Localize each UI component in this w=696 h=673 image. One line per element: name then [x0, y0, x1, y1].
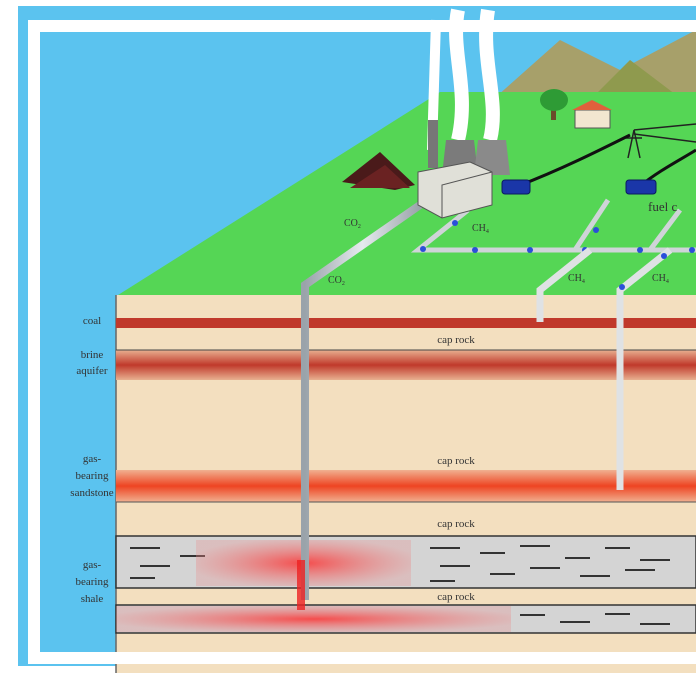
cap-rock-label-2: cap rock	[437, 455, 475, 467]
brine-aquifer-layer	[116, 350, 696, 380]
sandstone-layer	[116, 470, 696, 502]
ch4-label-c: CH4	[652, 273, 669, 285]
cap-rock-label-3: cap rock	[437, 518, 475, 530]
label-brine: brine	[81, 349, 104, 361]
label-gas-shale-1: gas-	[83, 559, 102, 571]
shale-texture	[130, 545, 670, 625]
label-aquifer: aquifer	[76, 365, 107, 377]
label-gas-sand-2: bearing	[76, 470, 109, 482]
ch4-label-a: CH4	[472, 223, 489, 235]
co2-label-top: CO2	[344, 218, 361, 230]
ch4-label-b: CH4	[568, 273, 585, 285]
co2-label-mid: CO2	[328, 275, 345, 287]
power-pylon-icon	[626, 123, 696, 159]
fuel-cell-unit	[625, 179, 657, 195]
power-cable	[517, 133, 631, 188]
co2-plume-lower	[116, 606, 511, 632]
label-gas-shale-3: shale	[81, 593, 104, 605]
fuel-cell-label: fuel c	[648, 199, 677, 214]
pipe-markers	[420, 220, 695, 253]
truck-icon	[501, 179, 531, 195]
label-gas-sand-3: sandstone	[70, 487, 114, 499]
label-gas-sand-1: gas-	[83, 453, 102, 465]
tree-icon	[540, 89, 568, 120]
coal-layer	[116, 318, 696, 328]
ch4-well-a	[536, 247, 593, 322]
ch4-well-b	[616, 247, 673, 490]
surface-pipes	[410, 198, 696, 253]
frame-overlay	[28, 20, 696, 664]
co2-injection-pipe	[301, 201, 423, 600]
label-gas-shale-2: bearing	[76, 576, 109, 588]
cap-rock-label-1: cap rock	[437, 334, 475, 346]
cap-rock-label-4: cap rock	[437, 591, 475, 603]
house-icon	[572, 100, 612, 129]
grass-surface	[118, 92, 696, 295]
label-coal: coal	[83, 315, 101, 327]
